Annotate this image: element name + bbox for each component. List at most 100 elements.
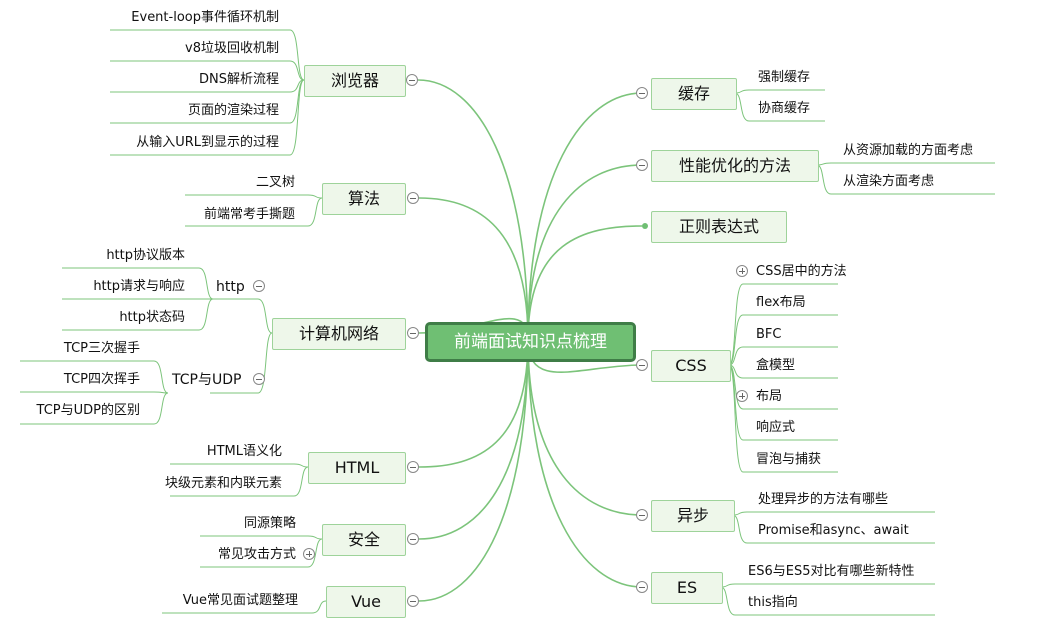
root-link-left-4 — [418, 339, 529, 540]
leaf-tcp-handshake[interactable]: TCP三次握手 — [63, 341, 140, 356]
leaf-vue-questions[interactable]: Vue常见面试题整理 — [182, 593, 298, 608]
leaf-resource-load[interactable]: 从资源加载的方面考虑 — [843, 143, 974, 158]
leaf-attacks[interactable]: 常见攻击方式 — [217, 547, 296, 562]
cache-leaf-curve-1 — [734, 92, 750, 122]
tcp-leaf-curve-2 — [153, 392, 169, 425]
leaf-flex[interactable]: flex布局 — [756, 295, 806, 310]
node-perf[interactable]: 性能优化的方法 — [651, 150, 819, 182]
node-html[interactable]: HTML — [308, 452, 406, 484]
leaf-http-version[interactable]: http协议版本 — [106, 248, 185, 263]
leaf-render[interactable]: 页面的渲染过程 — [187, 103, 279, 118]
sub-tcp-udp[interactable]: TCP与UDP — [172, 372, 242, 388]
collapse-algorithm-icon[interactable] — [407, 192, 419, 204]
leaf-render-perf[interactable]: 从渲染方面考虑 — [843, 174, 935, 189]
es-leaf-curve-1 — [720, 586, 736, 616]
collapse-css-icon[interactable] — [636, 359, 648, 371]
root-link-left-3 — [418, 339, 529, 468]
async-leaf-curve-1 — [732, 514, 748, 544]
tcp-leaf-curve-0 — [153, 360, 169, 394]
root-link-left-5 — [418, 339, 529, 602]
leaf-http-req-res[interactable]: http请求与响应 — [93, 279, 185, 294]
leaf-v8-gc[interactable]: v8垃圾回收机制 — [185, 41, 279, 56]
leaf-bfc[interactable]: BFC — [756, 327, 782, 342]
leaf-negotiate-cache[interactable]: 协商缓存 — [758, 101, 811, 116]
collapse-perf-icon[interactable] — [636, 159, 648, 171]
root-link-right-5 — [527, 339, 643, 588]
collapse-vue-icon[interactable] — [407, 595, 419, 607]
leaf-this[interactable]: this指向 — [748, 595, 798, 610]
leaf-bubble-capture[interactable]: 冒泡与捕获 — [756, 452, 822, 467]
perf-leaf-curve-1 — [816, 164, 832, 195]
collapse-network-icon[interactable] — [407, 327, 419, 339]
es-leaf-curve-0 — [720, 583, 736, 588]
leaf-dns[interactable]: DNS解析流程 — [199, 72, 279, 87]
regex-bullet-icon — [642, 223, 648, 229]
net-sub-curve-0 — [257, 298, 273, 334]
browser-leaf-curve-3 — [289, 79, 305, 124]
leaf-http-status[interactable]: http状态码 — [119, 310, 185, 325]
leaf-html-semantic[interactable]: HTML语义化 — [206, 444, 282, 459]
collapse-cache-icon[interactable] — [636, 87, 648, 99]
expand-css-center-icon[interactable] — [736, 265, 748, 277]
node-network[interactable]: 计算机网络 — [272, 318, 406, 350]
leaf-binary-tree[interactable]: 二叉树 — [255, 175, 295, 190]
vue-leaf-curve-0 — [311, 600, 327, 614]
node-browser[interactable]: 浏览器 — [304, 65, 406, 97]
css-leaf-curve-4 — [728, 364, 744, 410]
node-regex[interactable]: 正则表达式 — [651, 211, 787, 243]
leaf-promise-async[interactable]: Promise和async、await — [758, 523, 909, 538]
leaf-css-center[interactable]: CSS居中的方法 — [756, 264, 847, 279]
root-link-left-1 — [418, 197, 529, 341]
collapse-security-icon[interactable] — [407, 533, 419, 545]
html-leaf-curve-0 — [293, 463, 309, 468]
leaf-url-to-display[interactable]: 从输入URL到显示的过程 — [136, 135, 279, 150]
node-es[interactable]: ES — [651, 572, 723, 604]
leaf-same-origin[interactable]: 同源策略 — [243, 516, 296, 531]
leaf-box-model[interactable]: 盒模型 — [756, 358, 796, 373]
expand-attacks-icon[interactable] — [303, 548, 315, 560]
root-link-right-1 — [527, 164, 643, 341]
leaf-es6-vs-es5[interactable]: ES6与ES5对比有哪些新特性 — [748, 564, 915, 579]
sec-leaf-curve-0 — [307, 535, 323, 540]
collapse-browser-icon[interactable] — [406, 74, 418, 86]
root-node[interactable]: 前端面试知识点梳理 — [425, 322, 636, 362]
http-leaf-curve-0 — [198, 267, 214, 300]
css-leaf-curve-6 — [728, 364, 744, 473]
leaf-strong-cache[interactable]: 强制缓存 — [758, 70, 811, 85]
root-link-left-0 — [417, 79, 529, 341]
leaf-tcp-wave[interactable]: TCP四次挥手 — [63, 372, 140, 387]
root-link-right-2 — [527, 225, 643, 341]
collapse-tcp-icon[interactable] — [253, 373, 265, 385]
leaf-handwrite[interactable]: 前端常考手撕题 — [203, 207, 295, 222]
leaf-async-methods[interactable]: 处理异步的方法有哪些 — [758, 492, 889, 507]
root-link-right-0 — [527, 92, 643, 341]
collapse-async-icon[interactable] — [636, 509, 648, 521]
algo-leaf-curve-0 — [307, 194, 323, 199]
node-css[interactable]: CSS — [651, 350, 731, 382]
algo-leaf-curve-1 — [307, 197, 323, 227]
node-cache[interactable]: 缓存 — [651, 78, 737, 110]
node-vue[interactable]: Vue — [326, 586, 406, 618]
browser-leaf-curve-1 — [289, 60, 305, 81]
leaf-responsive[interactable]: 响应式 — [756, 420, 796, 435]
perf-leaf-curve-0 — [816, 162, 832, 166]
leaf-block-inline[interactable]: 块级元素和内联元素 — [164, 476, 282, 491]
leaf-layout[interactable]: 布局 — [756, 389, 783, 404]
node-security[interactable]: 安全 — [322, 524, 406, 556]
cache-leaf-curve-0 — [734, 89, 750, 94]
collapse-http-icon[interactable] — [253, 280, 265, 292]
root-link-right-4 — [527, 339, 643, 516]
browser-leaf-curve-4 — [289, 79, 305, 156]
leaf-tcp-udp-diff[interactable]: TCP与UDP的区别 — [36, 403, 140, 418]
collapse-es-icon[interactable] — [636, 581, 648, 593]
expand-layout-icon[interactable] — [736, 390, 748, 402]
html-leaf-curve-1 — [293, 466, 309, 497]
node-async[interactable]: 异步 — [651, 500, 735, 532]
net-sub-curve-1 — [257, 332, 273, 394]
browser-leaf-curve-0 — [289, 29, 305, 81]
collapse-html-icon[interactable] — [407, 461, 419, 473]
leaf-event-loop[interactable]: Event-loop事件循环机制 — [131, 10, 279, 25]
node-algorithm[interactable]: 算法 — [322, 183, 406, 215]
sub-http[interactable]: http — [216, 279, 245, 295]
